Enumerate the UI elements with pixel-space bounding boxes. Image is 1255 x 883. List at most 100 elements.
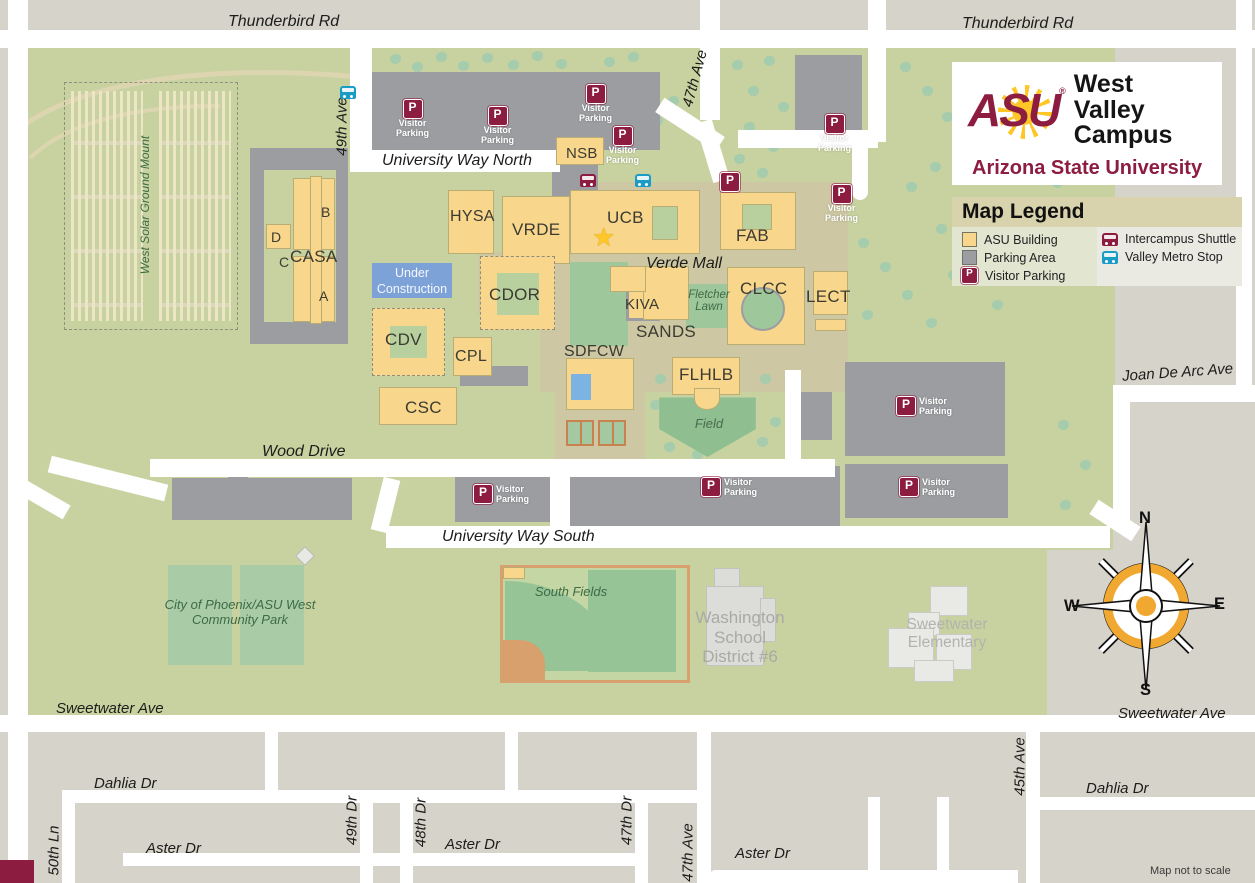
field-rect <box>588 570 676 672</box>
label-field: Field <box>694 416 724 431</box>
legend-header: Map Legend <box>952 197 1242 227</box>
label-csc: CSC <box>405 398 442 417</box>
tree-icon <box>880 262 891 272</box>
thunderbird-road <box>0 30 1255 48</box>
label-washington-school: Washington School District #6 <box>695 608 785 667</box>
label-vrde: VRDE <box>512 220 561 239</box>
tree-icon <box>458 61 469 71</box>
building-cpl <box>453 337 492 376</box>
visitor-parking-marker: P Visitor Parking <box>818 113 851 154</box>
tree-icon <box>628 52 639 62</box>
solar-field <box>64 82 238 330</box>
street-aster-left-2: Aster Dr <box>445 836 501 853</box>
joan-de-arc-south <box>1113 398 1130 526</box>
legend-label: ASU Building <box>984 232 1058 247</box>
valley-metro-icon <box>1102 250 1118 264</box>
street-university-way-south: University Way South <box>442 528 595 545</box>
building-nsb <box>556 137 604 165</box>
label-cdv: CDV <box>385 330 422 349</box>
driveway <box>868 797 880 883</box>
grid-road <box>265 730 278 792</box>
south-fields <box>500 565 690 683</box>
visitor-parking-text: Visitor Parking <box>919 396 953 416</box>
aster-road-right <box>708 870 1018 883</box>
tree-icon <box>732 60 743 70</box>
washington-school-building <box>760 598 776 642</box>
building-lect-2 <box>815 319 846 331</box>
visitor-parking-text: Visitor Parking <box>818 133 852 153</box>
label-casa-a: A <box>319 288 329 304</box>
joan-de-arc-road <box>1113 385 1255 402</box>
university-name: Arizona State University <box>972 156 1203 179</box>
47th-dr-road <box>635 800 648 883</box>
tree-icon <box>906 182 917 192</box>
valley-metro-icon <box>635 174 651 187</box>
visitor-parking-icon: P <box>612 126 633 146</box>
tennis-court <box>566 420 594 446</box>
west-road <box>8 0 28 883</box>
fletcher-lawn <box>686 284 732 328</box>
tree-icon <box>992 300 1003 310</box>
label-flhlb: FLHLB <box>679 365 734 384</box>
aster-road-left <box>123 853 648 866</box>
label-casa-b: B <box>321 204 331 220</box>
infield <box>503 640 545 680</box>
label-cdor: CDOR <box>489 285 541 304</box>
south-lot-3 <box>845 464 1008 518</box>
label-hysa: HYSA <box>450 208 495 225</box>
street-45th-ave: 45th Ave <box>1011 737 1029 796</box>
label-verde-mall: Verde Mall <box>646 255 722 272</box>
solar-panels <box>71 91 143 321</box>
street-joan-de-arc: Joan De Arc Ave <box>1121 360 1234 385</box>
valley-metro-icon <box>340 86 356 99</box>
sunburst-icon <box>998 85 1052 140</box>
south-fields-building <box>503 567 525 579</box>
visitor-parking-text: Visitor Parking <box>922 477 956 497</box>
intercampus-shuttle-icon <box>1102 232 1118 246</box>
visitor-parking-icon: P <box>961 267 978 284</box>
community-park-field <box>240 565 304 665</box>
asu-building-swatch <box>962 232 977 247</box>
label-sands: SANDS <box>636 322 697 341</box>
label-nsb: NSB <box>566 145 598 162</box>
building-ucb <box>570 190 700 254</box>
visitor-parking-text: Visitor Parking <box>496 484 530 504</box>
building-clcc <box>727 267 805 345</box>
legend-visitor-parking: P Visitor Parking <box>961 267 1065 284</box>
street-48th-dr: 48th Dr <box>412 797 430 848</box>
star-icon: ★ <box>592 222 616 252</box>
building-hysa <box>448 190 494 254</box>
visitor-parking-text: Visitor Parking <box>825 203 859 223</box>
east-edge-road <box>1236 0 1252 390</box>
tree-icon <box>604 57 615 67</box>
visitor-parking-text: Visitor Parking <box>396 118 430 138</box>
legend-body <box>952 227 1242 286</box>
legend-parking-area: Parking Area <box>962 250 1056 265</box>
sweetwater-road <box>0 715 1255 732</box>
sweetwater-el-building <box>930 586 968 616</box>
legend-label: Valley Metro Stop <box>1125 250 1223 264</box>
tree-icon <box>655 374 666 384</box>
building-lect <box>813 271 848 315</box>
label-clcc: CLCC <box>740 279 788 298</box>
label-casa-d: D <box>271 229 282 245</box>
street-50th-ln: 50th Ln <box>45 825 63 876</box>
compass-e: E <box>1214 595 1226 613</box>
solar-field-label: West Solar Ground Mount <box>138 135 152 275</box>
label-sweetwater-el: Sweetwater Elementary <box>906 616 988 651</box>
label-fab: FAB <box>736 226 770 245</box>
visitor-parking-icon: P <box>899 477 919 497</box>
fab-courtyard <box>742 204 772 230</box>
street-49th-dr: 49th Dr <box>343 795 361 846</box>
street-dahlia-left: Dahlia Dr <box>94 775 157 792</box>
tree-icon <box>748 86 759 96</box>
street-thunderbird-right: Thunderbird Rd <box>962 15 1074 32</box>
street-47th-dr: 47th Dr <box>618 795 636 846</box>
tree-icon <box>930 162 941 172</box>
visitor-parking-icon: P <box>402 99 423 119</box>
tree-icon <box>858 238 869 248</box>
visitor-parking-marker: P Visitor Parking <box>701 477 757 498</box>
corner-building <box>0 860 34 883</box>
compass-rose <box>1071 521 1221 691</box>
label-south-fields: South Fields <box>534 584 608 599</box>
